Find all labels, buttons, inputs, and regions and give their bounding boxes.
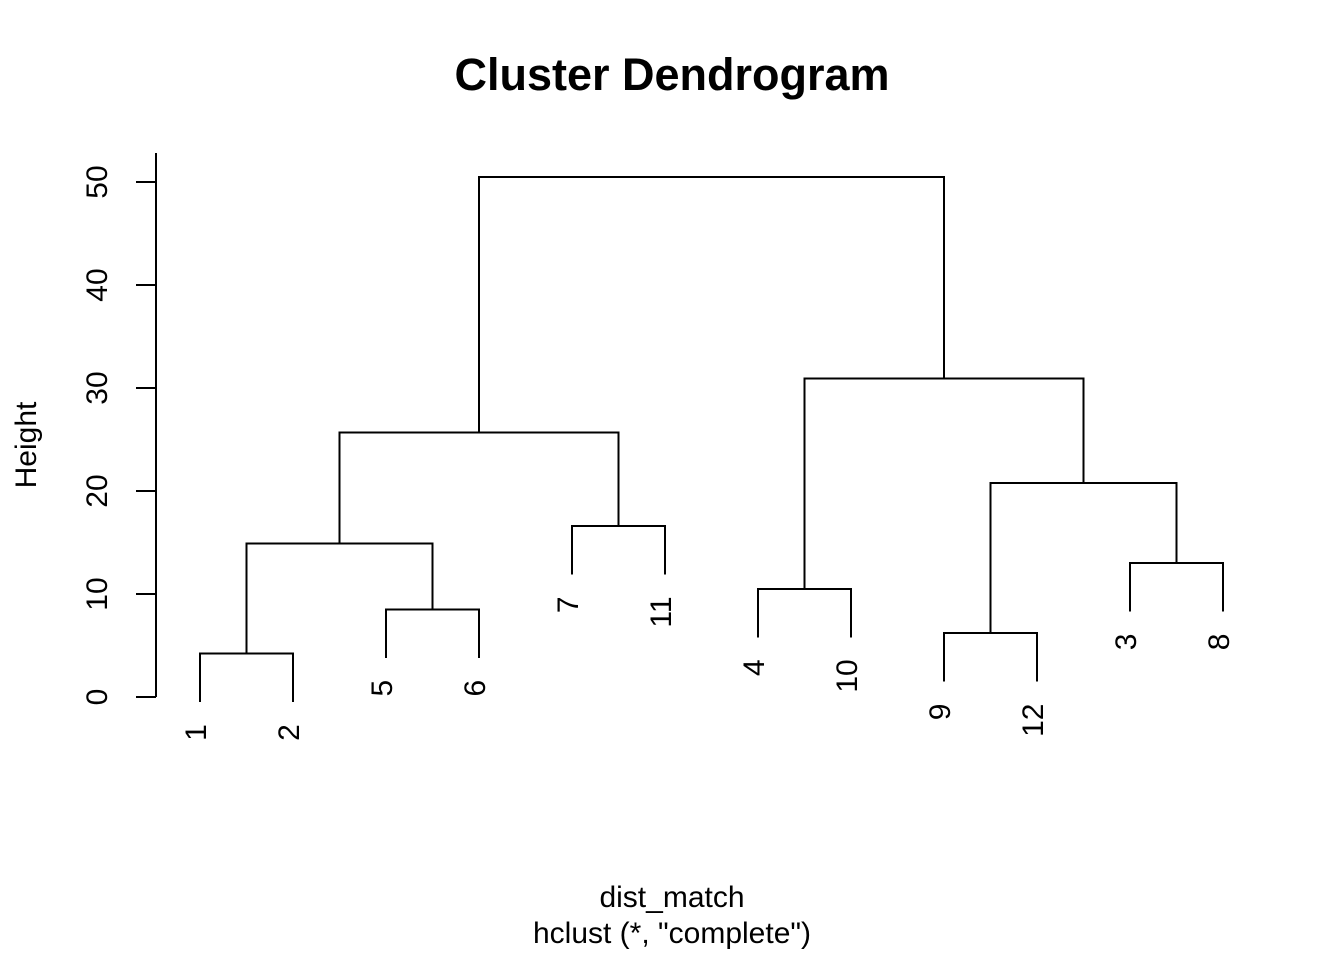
leaf-label: 5 bbox=[366, 680, 399, 697]
leaf-label: 3 bbox=[1110, 634, 1143, 651]
leaf-label: 10 bbox=[831, 659, 864, 692]
y-tick-label: 10 bbox=[81, 577, 114, 610]
y-tick-label: 0 bbox=[81, 689, 114, 706]
leaf-label: 1 bbox=[180, 724, 213, 741]
dendrogram-link bbox=[385, 608, 480, 658]
x-axis-caption: dist_match hclust (*, "complete") bbox=[0, 880, 1344, 952]
dendrogram-link bbox=[989, 481, 1178, 634]
dendrogram-link bbox=[478, 175, 945, 433]
dendrogram-link bbox=[338, 431, 620, 544]
caption-method-label: hclust (*, "complete") bbox=[532, 917, 812, 950]
dendrogram-link bbox=[1129, 562, 1224, 612]
leaf-label: 2 bbox=[273, 724, 306, 741]
leaf-label: 8 bbox=[1203, 634, 1236, 651]
dendrogram-link bbox=[245, 542, 434, 654]
y-axis-title: Height bbox=[10, 401, 43, 489]
leaf-label: 12 bbox=[1017, 704, 1050, 737]
caption-data-label: dist_match bbox=[599, 881, 745, 914]
dendrogram-link bbox=[199, 652, 294, 703]
y-tick-label: 40 bbox=[81, 268, 114, 301]
dendrogram-link bbox=[803, 377, 1085, 589]
leaf-label: 9 bbox=[924, 704, 957, 721]
leaf-label: 4 bbox=[738, 659, 771, 676]
leaf-label: 6 bbox=[459, 680, 492, 697]
dendrogram-link bbox=[757, 587, 852, 638]
y-tick-label: 50 bbox=[81, 165, 114, 198]
y-tick-label: 20 bbox=[81, 474, 114, 507]
dendrogram-link bbox=[943, 632, 1038, 682]
dendrogram-link bbox=[571, 525, 666, 575]
leaf-label: 11 bbox=[645, 596, 678, 627]
leaf-label: 7 bbox=[552, 596, 585, 613]
plot-title: Cluster Dendrogram bbox=[454, 49, 890, 100]
y-tick-label: 30 bbox=[81, 371, 114, 404]
